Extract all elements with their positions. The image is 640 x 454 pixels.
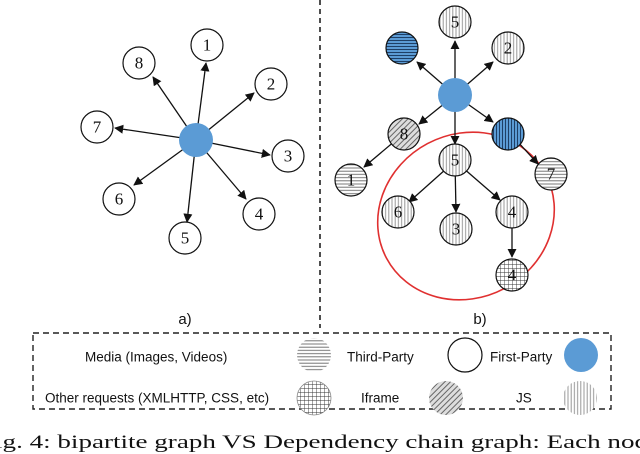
legend-media-icon [297,338,331,372]
node-b-5-top [438,5,472,39]
hub-a-first-party [179,123,213,157]
node-a-5-label: 5 [181,229,190,248]
figure-caption: Fig. 4: bipartite graph VS Dependency ch… [0,432,640,453]
node-a-8 [122,46,156,80]
node-b-1 [334,163,368,197]
node-a-5 [168,221,202,255]
node-b-1-label: 1 [347,171,356,190]
node-a-1-label: 1 [203,36,212,55]
node-b-5-top-label: 5 [451,13,460,32]
node-a-7 [80,110,114,144]
node-b-first-party-js [491,117,525,151]
node-a-1 [190,28,224,62]
node-b-2 [491,31,525,65]
node-b-8 [387,117,421,151]
legend-media-label: Media (Images, Videos) [85,350,227,365]
node-b-4-js [495,195,529,229]
node-b-3 [439,212,473,246]
legend-other-label: Other requests (XMLHTTP, CSS, etc) [45,391,269,406]
node-a-3 [271,139,305,173]
node-a-3-label: 3 [284,147,293,166]
node-b-8-label: 8 [400,125,409,144]
legend-iframe-icon [429,381,463,415]
node-a-6-label: 6 [115,190,124,209]
node-b-7 [534,157,568,191]
node-b-4-other-label: 4 [508,266,517,285]
node-a-2-label: 2 [267,75,276,94]
node-a-8-label: 8 [135,54,144,73]
node-a-6 [102,182,136,216]
node-a-4-label: 4 [255,205,264,224]
legend-other-icon [296,380,332,416]
node-b-4-js-label: 4 [508,203,517,222]
node-a-2 [254,67,288,101]
node-b-5-mid-label: 5 [451,151,460,170]
hub-b-first-party [438,78,472,112]
node-b-first-party-media [385,31,419,65]
panel-b-label: b) [473,311,486,328]
legend-iframe-label: Iframe [361,391,399,406]
node-b-4-other [495,258,529,292]
legend-third-party-label: Third-Party [347,350,414,365]
legend-first-party-label: First-Party [490,350,552,365]
legend-third-party-icon [447,337,483,373]
legend-first-party-icon [564,338,598,372]
node-b-7-label: 7 [547,165,556,184]
legend-js-label: JS [516,391,532,406]
node-b-3-label: 3 [452,220,461,239]
node-b-6 [381,195,415,229]
node-a-4 [242,197,276,231]
node-a-7-label: 7 [93,118,102,137]
node-b-2-label: 2 [504,39,513,58]
node-b-5-mid [438,143,472,177]
panel-a-label: a) [178,311,191,328]
node-b-6-label: 6 [394,203,403,222]
legend-js-icon [563,381,597,415]
